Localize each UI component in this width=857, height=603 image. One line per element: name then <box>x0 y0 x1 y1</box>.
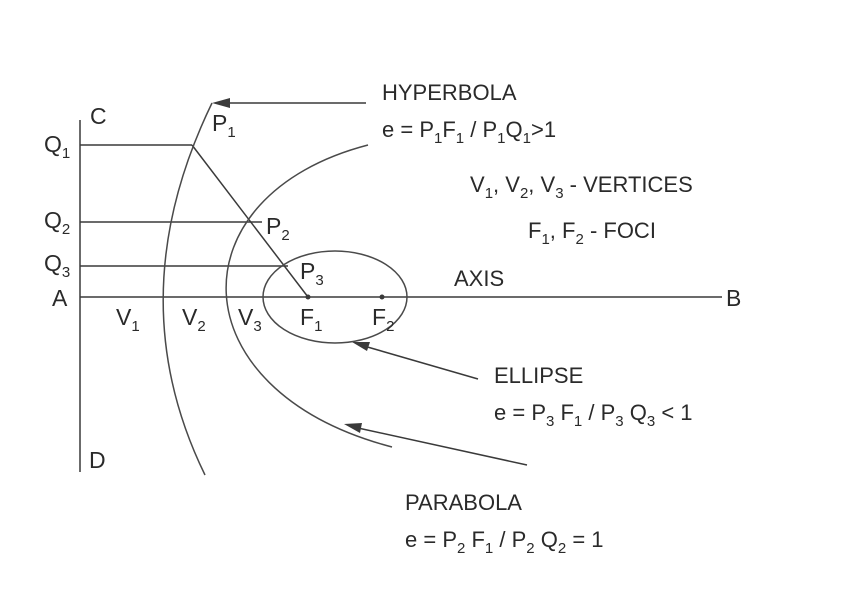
foci-note: F1, F2 - FOCI <box>528 218 656 248</box>
parabola-equation: e = P2 F1 / P2 Q2 = 1 <box>405 527 604 557</box>
label-f1: F1 <box>300 304 322 335</box>
label-b: B <box>726 285 741 311</box>
parabola-arrow-line <box>357 427 528 466</box>
label-q2: Q2 <box>44 207 70 238</box>
parabola-title: PARABOLA <box>405 490 522 515</box>
label-f2: F2 <box>372 304 394 335</box>
hyperbola-equation: e = P1F1 / P1Q1>1 <box>382 117 556 147</box>
line-p1-f1 <box>191 144 309 298</box>
label-q3: Q3 <box>44 250 70 281</box>
focus-f2-dot <box>379 294 385 300</box>
ellipse-arrow-line <box>363 345 479 380</box>
label-p3: P3 <box>300 258 324 289</box>
label-p1: P1 <box>212 110 236 141</box>
label-v1: V1 <box>116 304 140 335</box>
ellipse-arrowhead <box>352 342 370 351</box>
parabola-arrowhead <box>344 423 362 433</box>
label-v2: V2 <box>182 304 206 335</box>
label-v3: V3 <box>238 304 262 335</box>
axis-label: AXIS <box>454 266 504 291</box>
label-d: D <box>89 447 106 473</box>
hyperbola-title: HYPERBOLA <box>382 80 517 105</box>
parabola-curve <box>225 144 393 448</box>
focus-f1-dot <box>305 294 311 300</box>
hyperbola-curve <box>162 102 213 476</box>
hyperbola-arrowhead <box>212 98 230 108</box>
ellipse-curve <box>262 250 408 344</box>
label-c: C <box>90 103 107 129</box>
ellipse-equation: e = P3 F1 / P3 Q3 < 1 <box>494 400 693 430</box>
vertices-note: V1, V2, V3 - VERTICES <box>470 172 693 202</box>
ellipse-title: ELLIPSE <box>494 363 583 388</box>
label-p2: P2 <box>266 213 290 244</box>
label-q1: Q1 <box>44 131 70 162</box>
label-a: A <box>52 285 68 311</box>
